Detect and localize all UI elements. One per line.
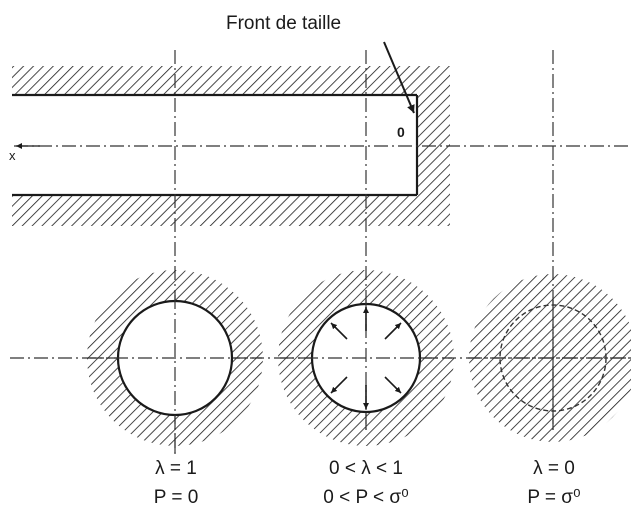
case-label-1: λ = 1 P = 0 <box>154 458 199 508</box>
pressure-label: P = σ⁰ <box>527 487 580 508</box>
cross-section-3 <box>468 274 631 442</box>
pressure-label: 0 < P < σ⁰ <box>323 487 409 508</box>
case-label-3: λ = 0 P = σ⁰ <box>527 458 580 508</box>
pressure-arrow-bottom-left <box>330 376 348 394</box>
lambda-label: λ = 1 <box>155 458 197 479</box>
axis-x-label: x <box>9 148 16 163</box>
pressure-arrow-bottom-right <box>384 376 402 394</box>
pressure-arrow-top-right <box>384 322 402 340</box>
cross-section-2 <box>278 270 454 446</box>
lambda-label: λ = 0 <box>533 458 575 479</box>
cross-section-1 <box>87 270 263 455</box>
pressure-label: P = 0 <box>154 487 199 508</box>
tunnel-opening <box>10 96 417 194</box>
tunnel-face-title: Front de taille <box>226 13 341 34</box>
case-label-2: 0 < λ < 1 0 < P < σ⁰ <box>323 458 409 508</box>
tunnel-face-pointer-arrow <box>383 41 415 114</box>
pressure-arrow-top-left <box>330 322 348 340</box>
support-pressure-arrows <box>330 307 402 409</box>
origin-label: 0 <box>397 124 405 140</box>
longitudinal-section: x 0 Front de taille <box>9 13 631 226</box>
lambda-label: 0 < λ < 1 <box>329 458 403 479</box>
